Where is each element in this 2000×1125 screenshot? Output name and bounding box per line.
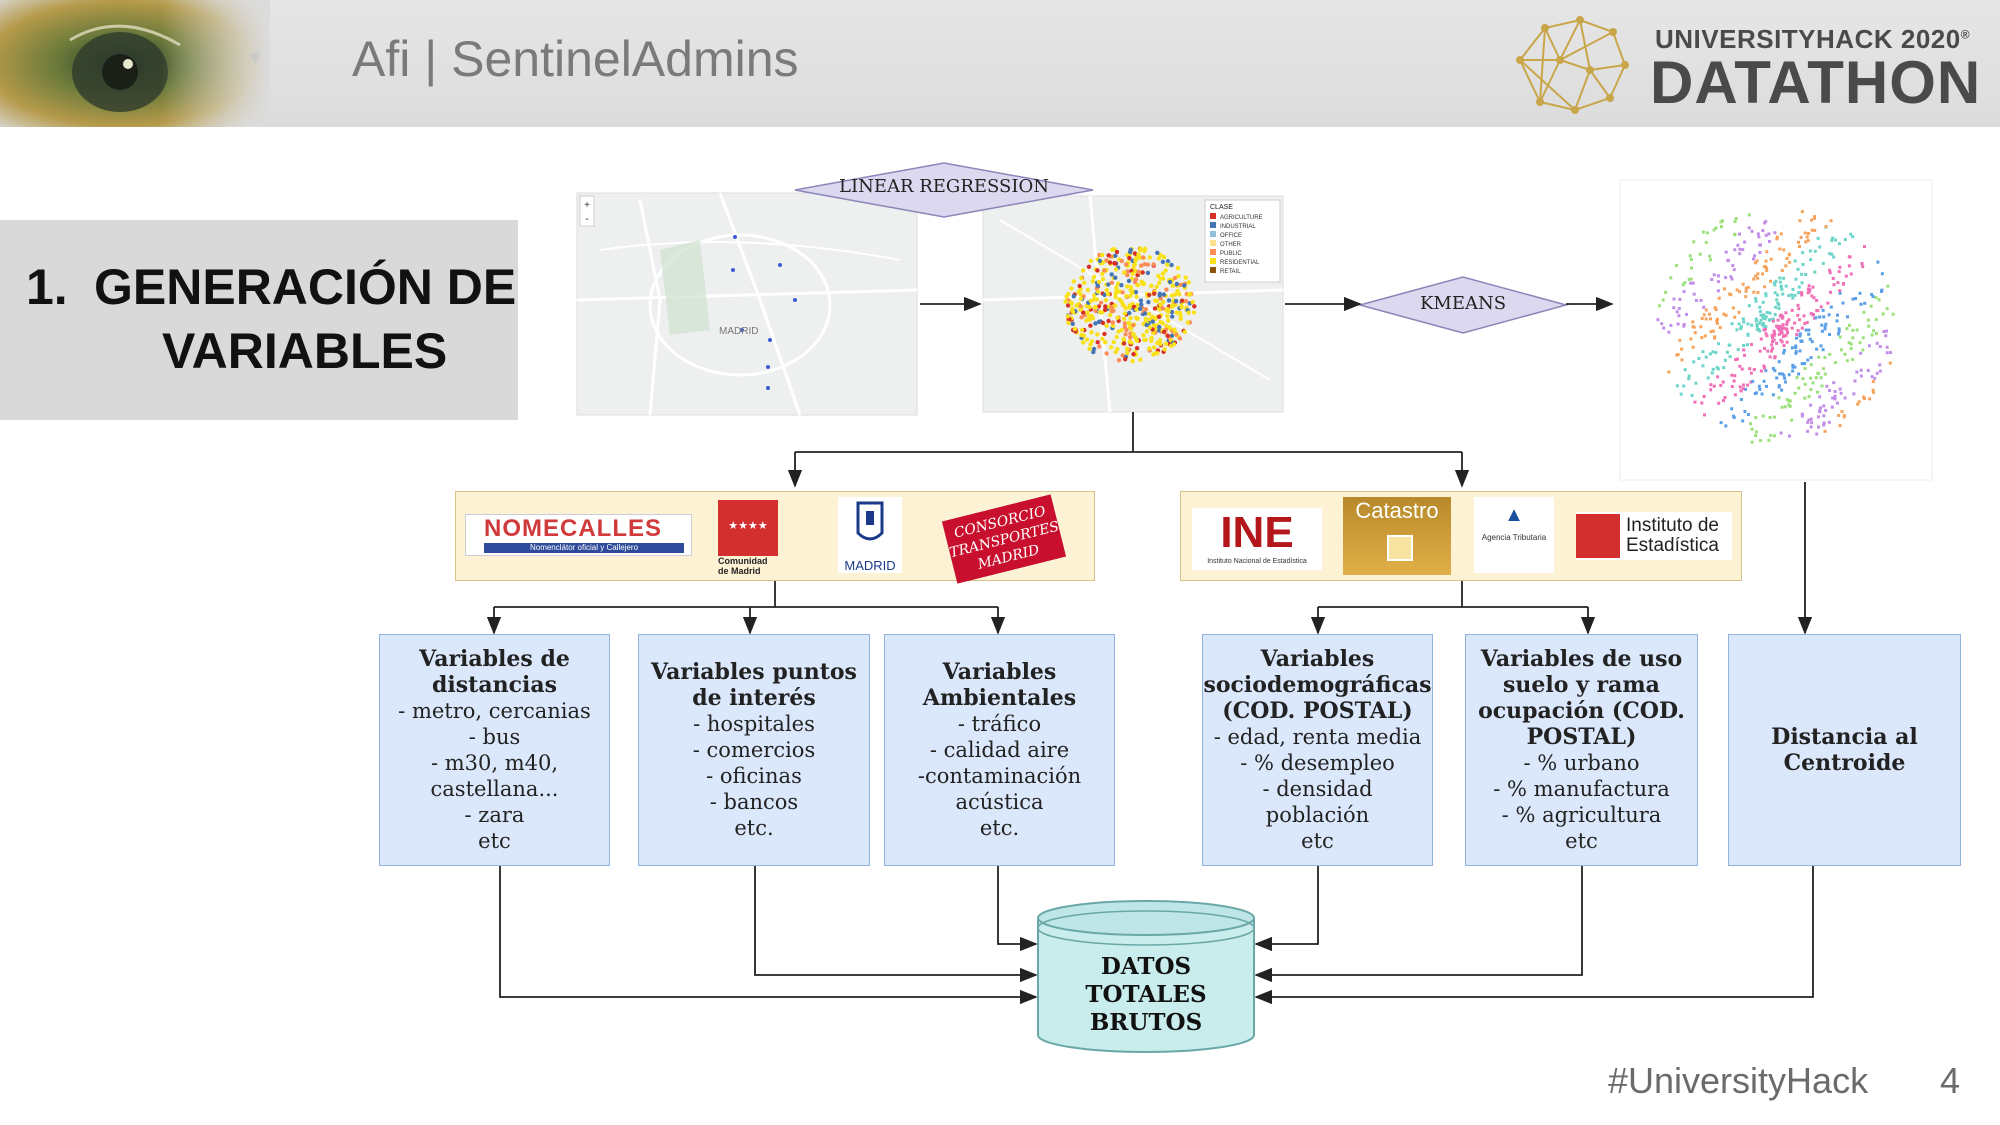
madrid-city-logo: MADRID [838, 497, 902, 573]
legend-label: AGRICULTURE [1220, 215, 1263, 221]
box-item-line: - % manufactura [1493, 777, 1670, 801]
box-item-line: - % desempleo [1240, 751, 1395, 775]
svg-text:CLASE: CLASE [1210, 204, 1233, 211]
map-land-use-classes: CLASE AGRICULTURE INDUSTRIAL OFFICE OTHER PU… [982, 195, 1284, 413]
comunidad-madrid-logo: ★★★★ Comunidad de Madrid [718, 500, 778, 576]
box-item-line: - hospitales [693, 712, 815, 736]
legend-swatch [1210, 258, 1216, 264]
event-title: DATATHON [1650, 49, 1982, 116]
hashtag-footer: #UniversityHack [1608, 1060, 1869, 1101]
box-title-line: Variables de [419, 646, 570, 672]
header-bar [0, 0, 2000, 127]
nomecalles-logo: NOMECALLES Nomenclátor oficial y Calleje… [465, 514, 692, 556]
box-item-line: - zara [464, 803, 525, 827]
legend-label: RESIDENTIAL [1220, 260, 1260, 266]
box-item-line: etc [1565, 829, 1598, 853]
catastro-logo: Catastro [1343, 497, 1451, 575]
box-title-line: sociodemográficas [1203, 672, 1432, 698]
section-title-line2: VARIABLES [162, 323, 448, 379]
section-title-box [0, 220, 518, 420]
box-item-line: acústica [955, 790, 1044, 814]
legend-label: OFFICE [1220, 233, 1242, 239]
box-item-line: etc. [734, 816, 774, 840]
box-item-line: - bancos [709, 790, 799, 814]
brain-network-logo [1505, 10, 1635, 125]
box-title-line: Distancia al [1771, 724, 1918, 750]
slide-header-title: Afi | SentinelAdmins [352, 31, 799, 87]
linear-regression-label: LINEAR REGRESSION [839, 176, 1049, 197]
svg-text:+: + [584, 200, 590, 211]
box-title-line: Variables de uso [1480, 646, 1683, 672]
kmeans-shape [1357, 276, 1569, 334]
box-title-line: Centroide [1783, 750, 1906, 776]
box-item-line: - % urbano [1523, 751, 1640, 775]
database-cylinder [1037, 900, 1255, 1053]
box-title-line: de interés [692, 685, 816, 711]
box-title-line: Variables [1260, 646, 1375, 672]
box-item-line: - m30, m40, [430, 751, 559, 775]
box-item-line: - comercios [692, 738, 816, 762]
box-item-line: - calidad aire [929, 738, 1070, 762]
box-item-line: población [1265, 803, 1370, 827]
box-item-line: etc. [979, 816, 1020, 840]
map-kmeans-clusters [1619, 179, 1933, 481]
box-item-line: - edad, renta media [1213, 725, 1422, 749]
box-item-line: -contaminación [917, 764, 1082, 788]
box-item-line: etc [478, 829, 511, 853]
box-item-line: - bus [468, 725, 521, 749]
legend-label: PUBLIC [1220, 251, 1242, 257]
box-item-line: castellana... [430, 777, 559, 801]
box-title-line: Ambientales [922, 685, 1077, 711]
legend-label: RETAIL [1220, 269, 1241, 275]
section-number: 1. [26, 259, 68, 315]
svg-text:MADRID: MADRID [719, 326, 758, 337]
linear-regression-shape [794, 162, 1094, 218]
page-number: 4 [1940, 1060, 1961, 1101]
box-item-line: - densidad [1262, 777, 1373, 801]
legend-swatch [1210, 213, 1216, 219]
legend-swatch [1210, 222, 1216, 228]
box-title-line: (COD. POSTAL) [1222, 698, 1413, 724]
box-title-line: POSTAL) [1526, 724, 1637, 750]
event-subtitle: UNIVERSITYHACK 2020® [1655, 24, 1971, 54]
map-points-madrid: + - MADRID [576, 192, 918, 416]
box-item-line: - % agricultura [1501, 803, 1662, 827]
box-item-line: etc [1301, 829, 1334, 853]
box-title-line: distancias [432, 672, 557, 698]
box-item-line: - metro, cercanias [398, 699, 591, 723]
box-item-line: - oficinas [706, 764, 802, 788]
legend-label: OTHER [1220, 242, 1242, 248]
legend-swatch [1210, 231, 1216, 237]
legend-swatch [1210, 249, 1216, 255]
agencia-tributaria-logo: ▲ Agencia Tributaria [1474, 497, 1554, 573]
section-title-line1: GENERACIÓN DE [94, 259, 517, 315]
svg-text:-: - [585, 214, 588, 225]
box-item-line: - tráfico [957, 712, 1042, 736]
ine-logo: INE Instituto Nacional de Estadística [1192, 508, 1322, 570]
legend-label: INDUSTRIAL [1220, 224, 1256, 230]
box-title-line: Variables [942, 659, 1057, 685]
kmeans-label: KMEANS [1419, 293, 1507, 314]
box-title-line: suelo y rama [1503, 672, 1660, 698]
legend-swatch [1210, 267, 1216, 273]
database-label: DATOS TOTALES BRUTOS [1085, 953, 1207, 1036]
box-title-line: ocupación (COD. [1478, 698, 1685, 724]
box-title-line: Variables puntos [651, 659, 857, 685]
legend-swatch [1210, 240, 1216, 246]
eye-image [0, 0, 270, 127]
